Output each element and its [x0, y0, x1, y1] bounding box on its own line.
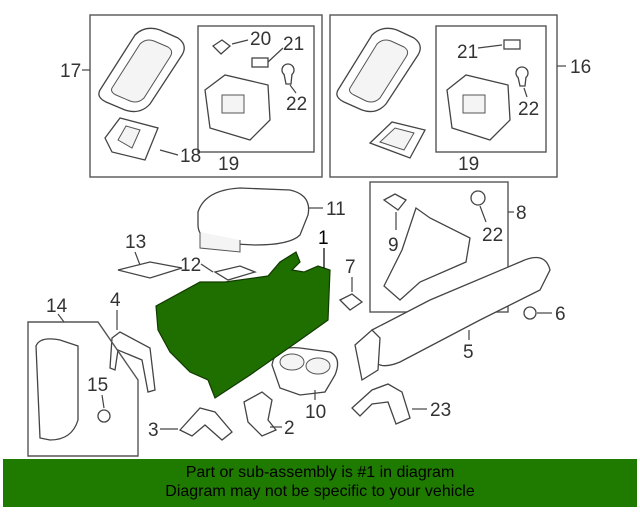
callout-13: 13 [125, 232, 146, 253]
clip [338, 293, 364, 311]
info-banner: Part or sub-assembly is #1 in diagram Di… [3, 459, 637, 507]
callout-22a: 22 [286, 94, 307, 115]
callout-22b: 22 [518, 99, 539, 120]
callout-1: 1 [318, 228, 329, 249]
callout-5: 5 [463, 342, 474, 363]
insert-pad [213, 265, 257, 281]
parts-diagram: 17 18 19 20 21 22 16 21 22 19 11 8 [27, 14, 591, 457]
callout-18: 18 [180, 146, 201, 167]
callout-6: 6 [555, 304, 566, 325]
callout-21a: 21 [283, 34, 304, 55]
callout-10: 10 [305, 402, 326, 423]
callout-21b: 21 [457, 42, 478, 63]
cup-holder [271, 346, 339, 396]
support-bracket [351, 383, 411, 425]
plug [523, 306, 537, 320]
rear-bracket [243, 391, 278, 437]
callout-11: 11 [326, 199, 346, 220]
callout-15: 15 [87, 375, 108, 396]
callout-4: 4 [110, 290, 121, 311]
callout-9: 9 [388, 235, 399, 256]
callout-16: 16 [570, 57, 591, 78]
callout-8: 8 [516, 203, 527, 224]
side-cover-assembly [27, 321, 139, 457]
callout-7: 7 [345, 257, 356, 278]
callout-19a: 19 [218, 154, 239, 175]
bracket [109, 331, 156, 393]
banner-line-2: Diagram may not be specific to your vehi… [165, 483, 475, 500]
callout-3: 3 [148, 420, 159, 441]
callout-14: 14 [46, 296, 68, 317]
console-cover-assembly-right [329, 14, 558, 178]
callout-20: 20 [250, 29, 271, 50]
pad [117, 261, 183, 279]
callout-2: 2 [284, 418, 295, 439]
callout-17: 17 [60, 61, 81, 82]
armrest-lid [197, 187, 310, 253]
lower-bracket [178, 407, 233, 441]
callout-23: 23 [430, 400, 451, 421]
side-trim-panel [354, 256, 551, 382]
banner-line-1: Part or sub-assembly is #1 in diagram [185, 464, 455, 481]
callout-19b: 19 [458, 154, 479, 175]
console-cover-assembly-left [89, 14, 323, 178]
callout-12: 12 [180, 255, 201, 276]
callout-22c: 22 [482, 225, 503, 246]
